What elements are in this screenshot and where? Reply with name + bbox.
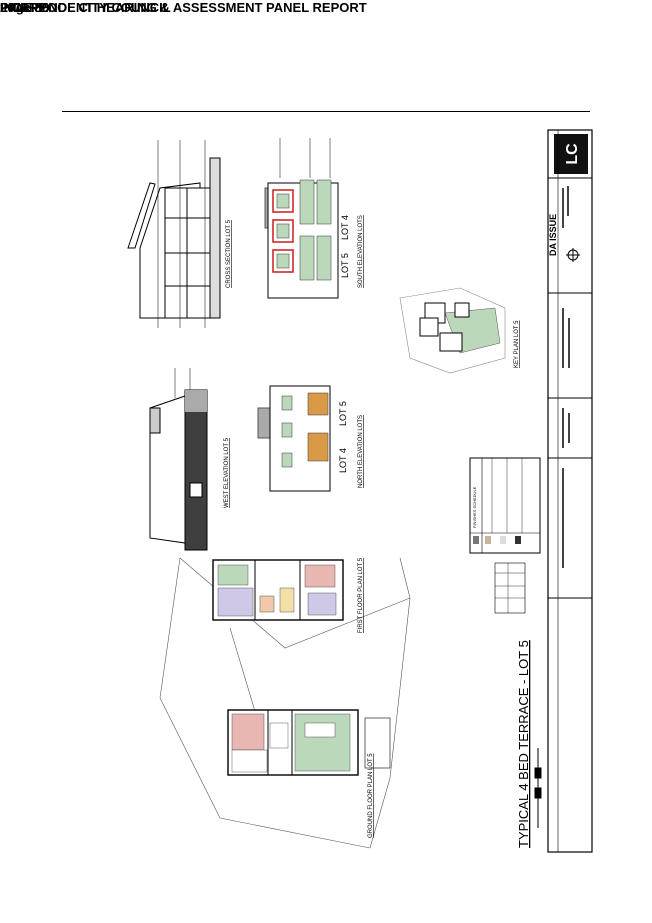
south-elevation-label: SOUTH ELEVATION LOTS	[358, 215, 364, 288]
header-rule	[62, 111, 590, 112]
north-lot5-label: LOT 5	[338, 401, 348, 426]
north-lot4-label: LOT 4	[338, 448, 348, 473]
cross-section-label: CROSS SECTION LOT 5	[226, 219, 232, 288]
west-elevation-lot5: WEST ELEVATION LOT 5	[149, 368, 230, 551]
cross-section-lot5: CROSS SECTION LOT 5	[127, 140, 232, 328]
drawing-title: TYPICAL 4 BED TERRACE - LOT 5	[516, 640, 531, 848]
key-plan-lot5: KEY PLAN LOT 5	[399, 287, 520, 374]
finishes-title: FINISHES SCHEDULE	[472, 486, 477, 528]
west-elevation-label: WEST ELEVATION LOT 5	[224, 437, 230, 508]
north-elevation-label: NORTH ELEVATION LOTS	[358, 415, 364, 488]
south-lot4-label: LOT 4	[340, 215, 350, 240]
issue-stamp: DA ISSUE	[548, 214, 558, 256]
scale-bar	[534, 748, 542, 828]
panel-report-title: INDEPENDENT HEARING & ASSESSMENT PANEL R…	[0, 0, 367, 15]
page-number: Page 80	[0, 0, 50, 15]
first-floor-label: FIRST FLOOR PLAN LOT 5	[358, 557, 364, 633]
key-plan-label: KEY PLAN LOT 5	[514, 320, 520, 368]
title-block: LC DA ISSUE	[547, 129, 593, 853]
council-title: LIVERPOOL CITY COUNCIL	[0, 0, 171, 15]
south-lot5-label: LOT 5	[340, 253, 350, 278]
south-elevation-lots: LOT 4 LOT 5 SOUTH ELEVATION LOTS	[264, 138, 364, 299]
north-elevation-lots: LOT 5 LOT 4 NORTH ELEVATION LOTS	[257, 385, 364, 492]
ground-floor-plan-lot5: GROUND FLOOR PLAN LOT 5	[227, 709, 391, 838]
company-logo: LC	[564, 143, 581, 165]
report-year: 2014	[0, 0, 29, 15]
finishes-schedule: FINISHES SCHEDULE	[469, 457, 541, 614]
architectural-drawing-sheet: LC DA ISSUE TYPICAL 4 BED TERRACE - LOT …	[127, 129, 593, 853]
ground-floor-label: GROUND FLOOR PLAN LOT 5	[368, 753, 374, 838]
first-floor-plan-lot5: FIRST FLOOR PLAN LOT 5	[212, 557, 364, 633]
